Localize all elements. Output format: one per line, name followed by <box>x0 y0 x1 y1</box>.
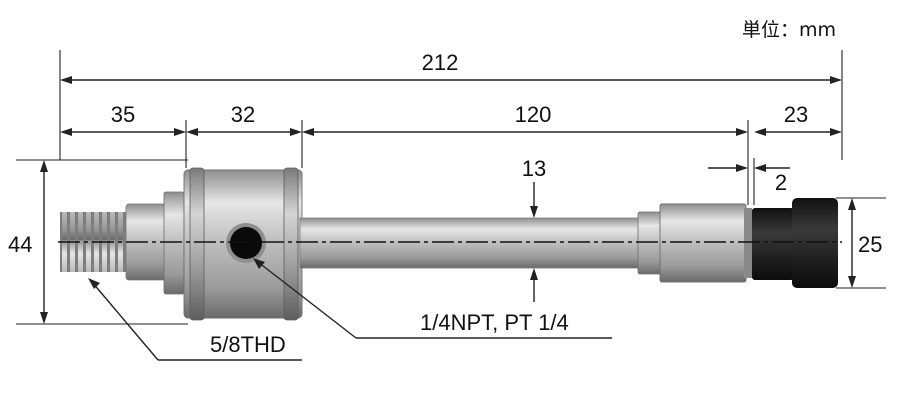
end-cap-neck <box>752 208 794 280</box>
dim-gap: 2 <box>775 170 787 195</box>
dim-seg4: 23 <box>784 102 808 127</box>
sensor-part <box>60 167 838 321</box>
dim-seg3: 120 <box>515 102 552 127</box>
dimension-lines <box>40 76 856 324</box>
leader-lines <box>88 258 612 361</box>
port-callout: 1/4NPT, PT 1/4 <box>420 310 569 335</box>
dim-body-diameter: 44 <box>8 232 32 257</box>
thread-callout: 5/8THD <box>210 332 286 357</box>
probe-shaft <box>299 217 651 269</box>
dim-seg2: 32 <box>231 102 255 127</box>
body-ring-left <box>189 167 205 321</box>
dim-seg1: 35 <box>111 102 135 127</box>
flange <box>163 191 185 295</box>
gap-collar <box>744 208 752 278</box>
body-ring-right <box>283 167 299 321</box>
port-hole-inner <box>230 227 262 259</box>
hex-nut <box>659 203 747 283</box>
extension-lines <box>16 50 886 325</box>
dim-end-diameter: 25 <box>858 232 882 257</box>
dim-overall: 212 <box>422 50 459 75</box>
dim-shaft-diameter: 13 <box>522 156 546 181</box>
unit-label: 単位：mm <box>742 19 836 41</box>
shaft-step <box>637 211 663 275</box>
end-cap <box>792 198 838 288</box>
